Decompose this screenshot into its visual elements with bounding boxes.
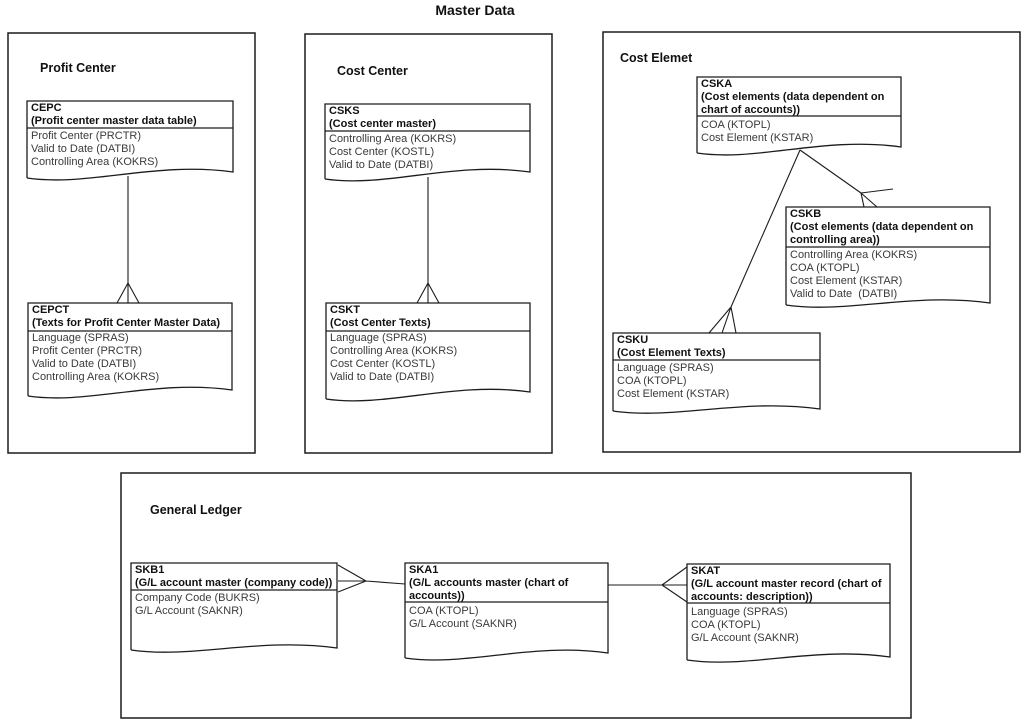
entity-field: Controlling Area (KOKRS) [31, 156, 159, 168]
entity-field: Cost Center (KOSTL) [330, 358, 436, 370]
entity-ska1-fields: COA (KTOPL) G/L Account (SAKNR) [409, 605, 604, 631]
entity-cska-desc: (Cost elements (data dependent on [701, 91, 885, 103]
entity-field: Cost Element (KSTAR) [701, 132, 814, 144]
entity-field: G/L Account (SAKNR) [135, 605, 243, 617]
connector-cepc-cepct [116, 176, 140, 304]
entity-field: COA (KTOPL) [790, 262, 860, 274]
entity-field: Controlling Area (KOKRS) [790, 249, 918, 261]
entity-skat: SKAT (G/L account master record (chart o… [691, 565, 886, 645]
entity-csks: CSKS (Cost center master) Controlling Ar… [329, 105, 526, 172]
entity-field: Language (SPRAS) [691, 606, 788, 618]
entity-ska1-desc: accounts)) [409, 590, 465, 602]
entity-csku: CSKU (Cost Element Texts) Language (SPRA… [617, 334, 816, 401]
entity-field: Controlling Area (KOKRS) [329, 133, 457, 145]
section-label-cost-element: Cost Elemet [620, 51, 693, 65]
connector-csks-cskt [416, 177, 440, 304]
entity-csku-name: CSKU [617, 334, 649, 346]
entity-csku-desc: (Cost Element Texts) [617, 347, 726, 359]
page-title: Master Data [435, 2, 515, 18]
entity-field: COA (KTOPL) [701, 119, 771, 131]
entity-cskt-name: CSKT [330, 304, 360, 316]
entity-cska: CSKA (Cost elements (data dependent on c… [701, 78, 897, 145]
entity-skb1: SKB1 (G/L account master (company code))… [135, 564, 333, 618]
entity-cskt-fields: Language (SPRAS) Controlling Area (KOKRS… [330, 332, 526, 384]
entity-skat-desc: (G/L account master record (chart of [691, 578, 882, 590]
entity-csks-fields: Controlling Area (KOKRS) Cost Center (KO… [329, 133, 526, 172]
entity-cepct-name: CEPCT [32, 304, 70, 316]
entity-cepct-fields: Language (SPRAS) Profit Center (PRCTR) V… [32, 332, 228, 384]
entity-field: Language (SPRAS) [330, 332, 427, 344]
entity-cskb-desc: controlling area)) [790, 234, 880, 246]
entity-field: Cost Element (KSTAR) [617, 388, 730, 400]
entity-ska1-name: SKA1 [409, 564, 439, 576]
entity-cskt-desc: (Cost Center Texts) [330, 317, 431, 329]
entity-ska1: SKA1 (G/L accounts master (chart of acco… [409, 564, 604, 631]
entity-field: Language (SPRAS) [617, 362, 714, 374]
entity-skat-name: SKAT [691, 565, 721, 577]
entity-cepct: CEPCT (Texts for Profit Center Master Da… [32, 304, 228, 384]
entity-field: G/L Account (SAKNR) [691, 632, 799, 644]
entity-field: Valid to Date (DATBI) [329, 159, 434, 171]
entity-field: Company Code (BUKRS) [135, 592, 260, 604]
connector-ska1-skb1 [337, 564, 406, 593]
entity-cskb: CSKB (Cost elements (data dependent on c… [790, 208, 986, 301]
entity-field: Cost Center (KOSTL) [329, 146, 435, 158]
entity-field: Language (SPRAS) [32, 332, 129, 344]
entity-skat-desc: accounts: description)) [691, 591, 813, 603]
entity-cepct-desc: (Texts for Profit Center Master Data) [32, 317, 221, 329]
entity-cska-name: CSKA [701, 78, 733, 90]
entity-cskb-fields: Controlling Area (KOKRS) COA (KTOPL) Cos… [790, 249, 986, 301]
entity-skb1-name: SKB1 [135, 564, 165, 576]
entity-field: COA (KTOPL) [617, 375, 687, 387]
entity-cepc-desc: (Profit center master data table) [31, 115, 197, 127]
entity-cskb-desc: (Cost elements (data dependent on [790, 221, 974, 233]
entity-field: Valid to Date (DATBI) [32, 358, 137, 370]
entity-csku-fields: Language (SPRAS) COA (KTOPL) Cost Elemen… [617, 362, 816, 401]
entity-skat-fields: Language (SPRAS) COA (KTOPL) G/L Account… [691, 606, 886, 645]
entity-field: Profit Center (PRCTR) [32, 345, 143, 357]
entity-cska-desc: chart of accounts)) [701, 104, 801, 116]
connector-cska-csku [708, 149, 801, 334]
entity-csks-name: CSKS [329, 105, 360, 117]
section-label-profit-center: Profit Center [40, 61, 116, 75]
entity-field: Profit Center (PRCTR) [31, 130, 142, 142]
entity-cska-fields: COA (KTOPL) Cost Element (KSTAR) [701, 119, 897, 145]
entity-skb1-desc: (G/L account master (company code)) [135, 577, 333, 589]
entity-field: COA (KTOPL) [409, 605, 479, 617]
entity-field: COA (KTOPL) [691, 619, 761, 631]
entity-skb1-fields: Company Code (BUKRS) G/L Account (SAKNR) [135, 592, 333, 618]
entity-cepc-name: CEPC [31, 102, 62, 114]
entity-field: Valid to Date (DATBI) [790, 288, 898, 300]
entity-ska1-desc: (G/L accounts master (chart of [409, 577, 569, 589]
entity-field: Valid to Date (DATBI) [330, 371, 435, 383]
entity-field: Valid to Date (DATBI) [31, 143, 136, 155]
section-label-general-ledger: General Ledger [150, 503, 242, 517]
container-profit-center [7, 32, 256, 454]
entity-cskt: CSKT (Cost Center Texts) Language (SPRAS… [330, 304, 526, 384]
entity-field: G/L Account (SAKNR) [409, 618, 517, 630]
entity-field: Cost Element (KSTAR) [790, 275, 903, 287]
entity-field: Controlling Area (KOKRS) [330, 345, 458, 357]
entity-cepc: CEPC (Profit center master data table) P… [31, 102, 229, 169]
entity-csks-desc: (Cost center master) [329, 118, 436, 130]
entity-cskb-name: CSKB [790, 208, 822, 220]
entity-field: Controlling Area (KOKRS) [32, 371, 160, 383]
connector-cska-cskb [799, 149, 894, 208]
section-label-cost-center: Cost Center [337, 64, 408, 78]
entity-cepc-fields: Profit Center (PRCTR) Valid to Date (DAT… [31, 130, 229, 169]
container-cost-center [304, 33, 553, 454]
connector-ska1-skat [608, 566, 688, 603]
